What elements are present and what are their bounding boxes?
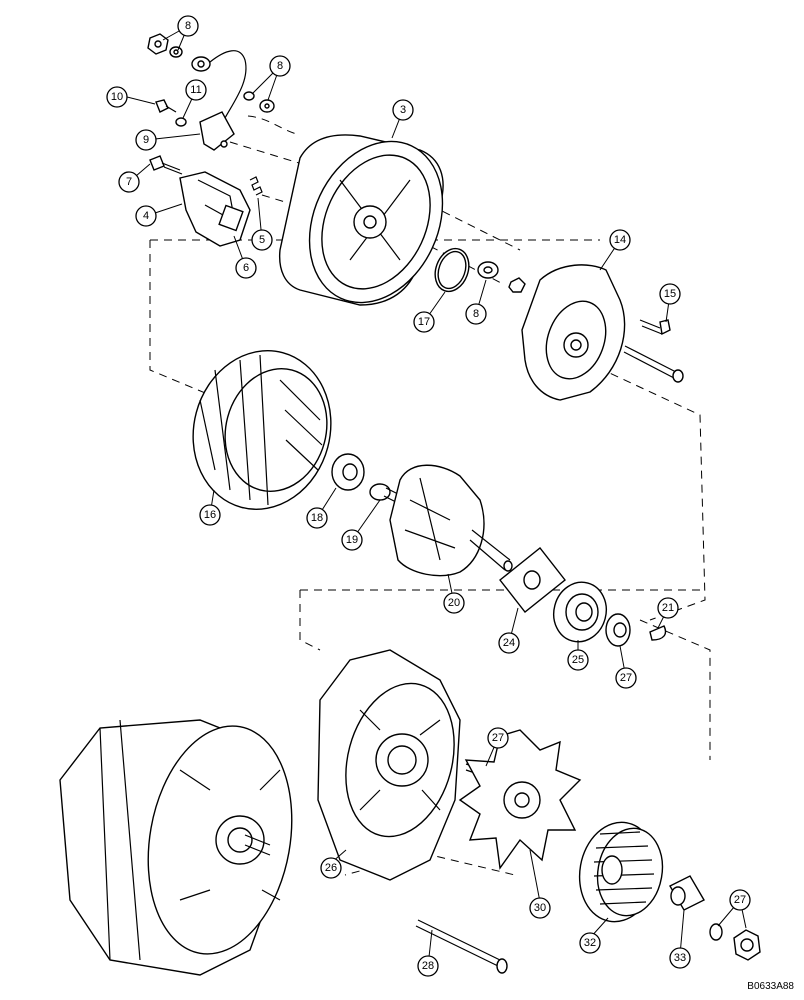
screw-and-washer [155, 99, 187, 127]
svg-text:27: 27 [620, 672, 632, 684]
nut-washer-top [147, 33, 183, 58]
svg-text:25: 25 [572, 654, 584, 666]
svg-text:14: 14 [614, 234, 626, 246]
through-bolt-28 [415, 919, 508, 974]
callout-27-screw: 27 [487, 727, 509, 749]
svg-text:8: 8 [185, 20, 191, 32]
callout-16: 16 [199, 504, 221, 526]
callout-8-washers: 8 [269, 55, 291, 77]
svg-text:32: 32 [584, 937, 596, 949]
callout-4: 4 [135, 205, 157, 227]
callout-10: 10 [106, 86, 128, 108]
spring [249, 176, 263, 196]
rotor [369, 464, 513, 577]
svg-text:10: 10 [111, 91, 123, 103]
brush-holder-regulator [179, 171, 251, 247]
screw-7 [149, 155, 183, 175]
end-frame-rear [521, 264, 626, 401]
svg-text:15: 15 [664, 288, 676, 300]
housing [278, 134, 444, 306]
svg-text:26: 26 [325, 862, 337, 874]
svg-text:28: 28 [422, 960, 434, 972]
sleeve-spacer [669, 875, 705, 911]
washer-and-nut-bottom [709, 923, 761, 961]
callout-18: 18 [306, 507, 328, 529]
callout-9: 9 [135, 129, 157, 151]
retainer-plate [499, 547, 566, 613]
svg-text:5: 5 [259, 234, 265, 246]
callout-5: 5 [251, 229, 273, 251]
fan [458, 729, 582, 870]
callout-28: 28 [417, 955, 439, 977]
woodruff-key [649, 625, 667, 641]
svg-text:27: 27 [734, 894, 746, 906]
callout-20: 20 [443, 592, 465, 614]
callout-26: 26 [320, 857, 342, 879]
svg-text:21: 21 [662, 602, 674, 614]
callout-25: 25 [567, 649, 589, 671]
svg-text:8: 8 [277, 60, 283, 72]
pulley [578, 821, 664, 923]
bearing-small [331, 453, 365, 491]
callout-24: 24 [498, 632, 520, 654]
callout-27-nut: 27 [729, 889, 751, 911]
svg-text:27: 27 [492, 732, 504, 744]
callout-27-spacer: 27 [615, 667, 637, 689]
svg-text:6: 6 [243, 262, 249, 274]
connector-block [199, 111, 235, 151]
svg-text:11: 11 [190, 84, 201, 96]
drive-end-frame [317, 649, 461, 881]
washers-right [243, 91, 275, 113]
callout-3: 3 [392, 99, 414, 121]
bushing [477, 261, 499, 279]
svg-text:33: 33 [674, 952, 686, 964]
svg-text:18: 18 [311, 512, 323, 524]
svg-text:24: 24 [503, 637, 515, 649]
callout-33: 33 [669, 947, 691, 969]
callout-30: 30 [529, 897, 551, 919]
svg-text:17: 17 [418, 316, 430, 328]
svg-text:30: 30 [534, 902, 546, 914]
svg-text:9: 9 [143, 134, 149, 146]
svg-text:19: 19 [346, 534, 358, 546]
svg-text:16: 16 [204, 509, 216, 521]
callout-19: 19 [341, 529, 363, 551]
nut-small [508, 277, 526, 293]
callout-17: 17 [413, 311, 435, 333]
callout-6: 6 [235, 257, 257, 279]
svg-text:20: 20 [448, 597, 460, 609]
stator [192, 350, 332, 510]
callout-8-bushing: 8 [465, 303, 487, 325]
callout-21: 21 [657, 597, 679, 619]
o-ring [434, 247, 470, 293]
through-bolts-rear [623, 319, 684, 383]
drawing-code: B0633A88 [747, 981, 794, 992]
callout-8-top: 8 [177, 15, 199, 37]
wire-lead [191, 50, 247, 119]
bearing-front [553, 581, 607, 643]
callout-14: 14 [609, 229, 631, 251]
svg-text:7: 7 [126, 176, 132, 188]
callout-32: 32 [579, 932, 601, 954]
svg-text:3: 3 [400, 104, 406, 116]
callout-7: 7 [118, 171, 140, 193]
callout-11: 11 [185, 79, 207, 101]
svg-text:8: 8 [473, 308, 479, 320]
callout-15: 15 [659, 283, 681, 305]
spacer [605, 613, 631, 647]
assembled-alternator [59, 719, 293, 976]
svg-text:4: 4 [143, 210, 149, 222]
